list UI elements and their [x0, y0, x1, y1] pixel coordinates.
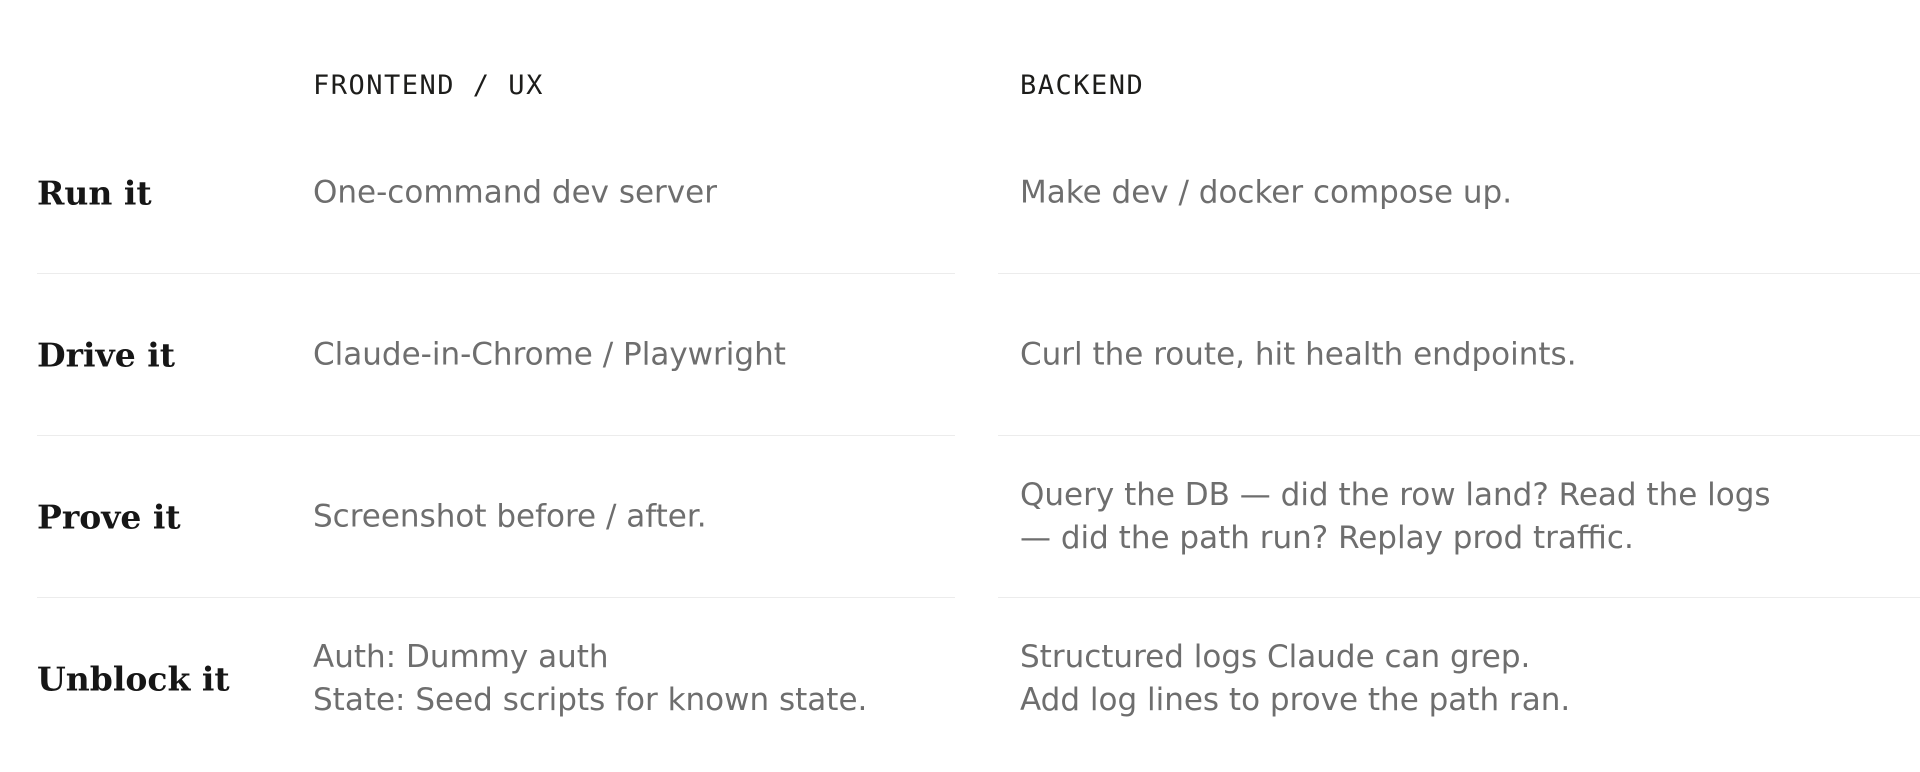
cell-line: State: Seed scripts for known state. [313, 682, 868, 718]
cell-line: Query the DB — did the row land? Read th… [1020, 477, 1771, 513]
table-row-run-it: Run it One-command dev server Make dev /… [0, 112, 1920, 274]
cell-line: Screenshot before / after. [313, 498, 707, 535]
cell-line: Structured logs Claude can grep. [1020, 639, 1531, 675]
row-divider-left [37, 273, 955, 274]
backend-cell: Make dev / docker compose up. [1020, 172, 1512, 215]
cell-line: Make dev / docker compose up. [1020, 174, 1513, 211]
row-label: Unblock it [37, 659, 230, 699]
cell-line: Add log lines to prove the path ran. [1020, 682, 1571, 718]
frontend-cell: Claude-in-Chrome / Playwright [313, 334, 786, 377]
row-label: Run it [37, 173, 152, 213]
backend-cell: Query the DB — did the row land? Read th… [1020, 474, 1771, 560]
frontend-cell: One-command dev server [313, 172, 717, 215]
column-header-frontend: FRONTEND / UX [313, 70, 544, 101]
row-divider-right [998, 597, 1920, 598]
backend-cell: Structured logs Claude can grep. Add log… [1020, 636, 1570, 722]
frontend-cell: Screenshot before / after. [313, 496, 707, 539]
row-divider-left [37, 435, 955, 436]
column-header-backend: BACKEND [1020, 70, 1145, 101]
cell-line: Claude-in-Chrome / Playwright [313, 336, 786, 373]
cell-line: Auth: Dummy auth [313, 639, 609, 675]
table-row-prove-it: Prove it Screenshot before / after. Quer… [0, 436, 1920, 598]
table-row-unblock-it: Unblock it Auth: Dummy auth State: Seed … [0, 598, 1920, 760]
backend-cell: Curl the route, hit health endpoints. [1020, 334, 1577, 377]
table-row-drive-it: Drive it Claude-in-Chrome / Playwright C… [0, 274, 1920, 436]
frontend-cell: Auth: Dummy auth State: Seed scripts for… [313, 636, 867, 722]
row-divider-right [998, 273, 1920, 274]
row-label: Drive it [37, 335, 175, 375]
row-divider-right [998, 435, 1920, 436]
column-header-row: FRONTEND / UX BACKEND [0, 66, 1920, 106]
cell-line: One-command dev server [313, 174, 717, 211]
row-divider-left [37, 597, 955, 598]
cell-line: — did the path run? Replay prod traffic. [1020, 520, 1634, 556]
row-label: Prove it [37, 497, 181, 537]
comparison-table: Run it One-command dev server Make dev /… [0, 112, 1920, 760]
cell-line: Curl the route, hit health endpoints. [1020, 336, 1577, 373]
